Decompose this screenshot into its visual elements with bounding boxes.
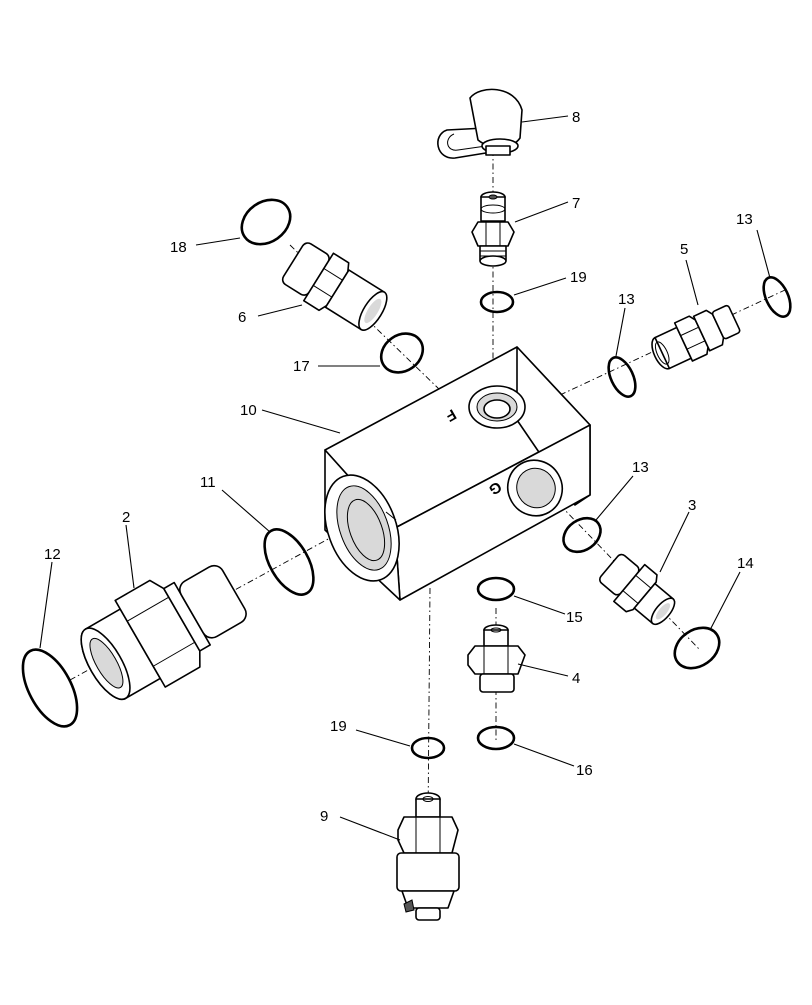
- o-rings: [21, 198, 792, 760]
- adapter-lower-right: [599, 553, 676, 626]
- callout-2: 2: [122, 509, 130, 526]
- callouts: 8 7 18 13 5 19 6 13 17 10 13 11 3 2 12 1…: [44, 109, 754, 825]
- callout-9: 9: [320, 808, 328, 825]
- dust-cap: [437, 88, 523, 159]
- callout-13: 13: [632, 459, 649, 476]
- leader-lines: [39, 115, 771, 841]
- coupling-lower: [467, 624, 526, 693]
- callout-6: 6: [238, 309, 246, 326]
- callout-10: 10: [240, 402, 257, 419]
- callout-16: 16: [576, 762, 593, 779]
- adapter-upper-right: [651, 304, 741, 370]
- callout-14: 14: [737, 555, 754, 572]
- callout-18: 18: [170, 239, 187, 256]
- valve-block: F G: [324, 346, 591, 601]
- callout-11: 11: [200, 474, 216, 491]
- pressure-switch: [396, 792, 460, 921]
- callout-19: 19: [330, 718, 347, 735]
- callout-19: 19: [570, 269, 587, 286]
- adapter-large-left: [80, 564, 247, 701]
- callout-8: 8: [572, 109, 580, 126]
- callout-13: 13: [736, 211, 753, 228]
- coupling-nipple: [471, 191, 515, 267]
- callout-3: 3: [688, 497, 696, 514]
- callout-7: 7: [572, 195, 580, 212]
- callout-17: 17: [293, 358, 310, 375]
- callout-4: 4: [572, 670, 580, 687]
- adapter-upper-left: [281, 242, 388, 331]
- callout-13: 13: [618, 291, 635, 308]
- callout-5: 5: [680, 241, 688, 258]
- callout-15: 15: [566, 609, 583, 626]
- callout-12: 12: [44, 546, 61, 563]
